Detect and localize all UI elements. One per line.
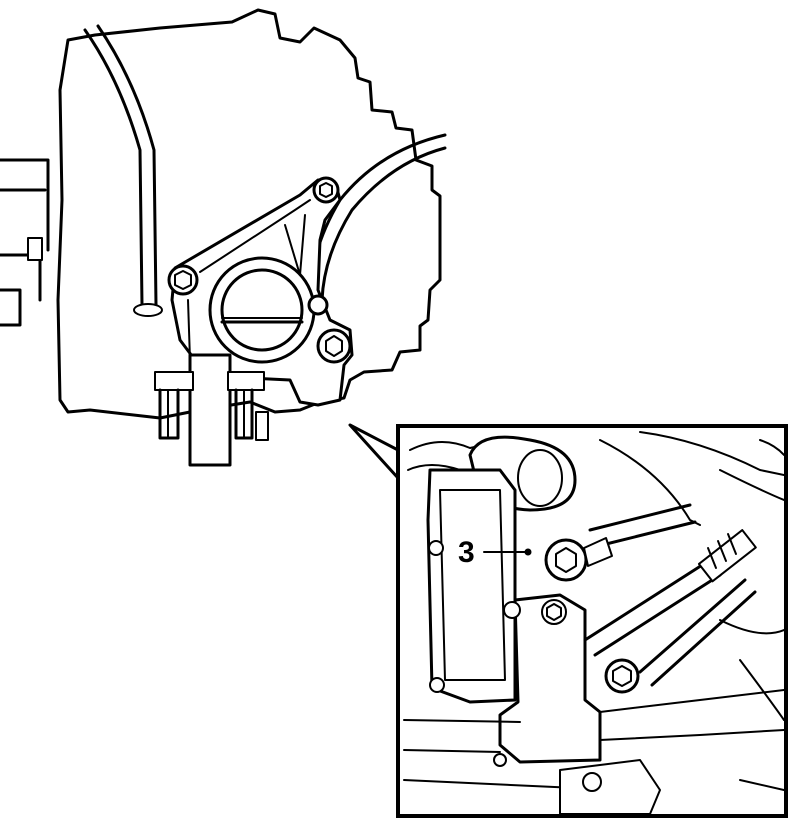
shaft-stubs: [0, 158, 50, 327]
bolt-item-3: [544, 537, 613, 582]
detail-inset: 3: [396, 424, 788, 818]
rod-connector: [697, 529, 757, 583]
bracket-bolts: [167, 176, 352, 364]
callout-label-3: 3: [458, 536, 475, 569]
pipe-left: [83, 28, 144, 307]
inset-pointer: [348, 423, 400, 480]
lower-mount: [154, 353, 269, 467]
throttle-bore: [208, 256, 316, 364]
callout-3: 3: [458, 536, 532, 569]
engine-assembly: [0, 8, 447, 467]
